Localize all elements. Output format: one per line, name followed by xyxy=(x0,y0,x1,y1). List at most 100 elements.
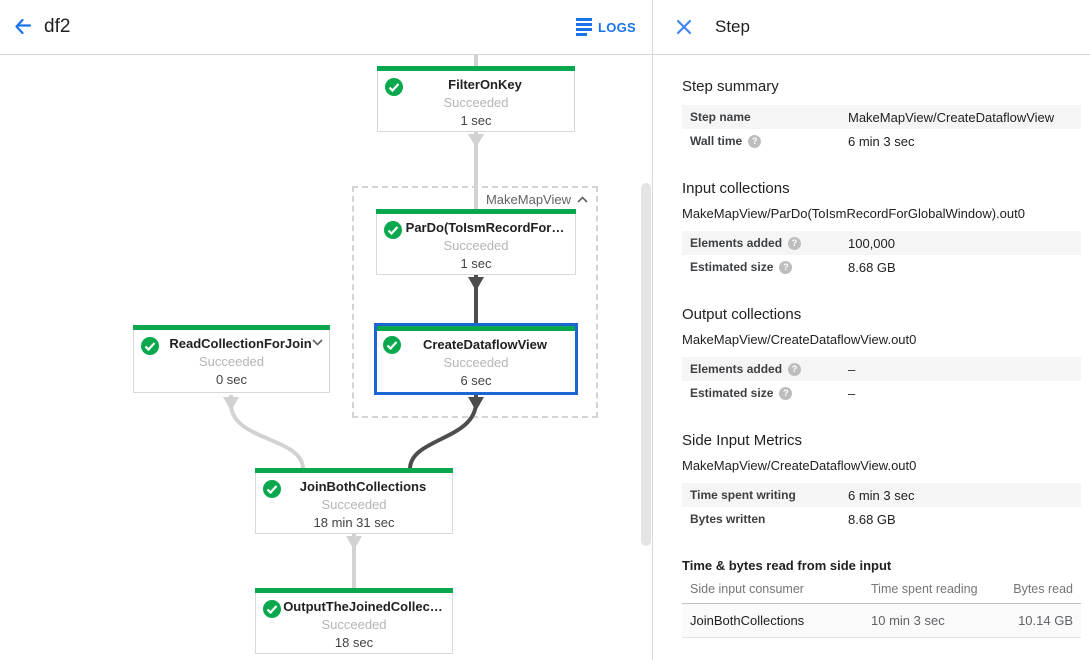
logs-list-icon xyxy=(575,18,592,36)
node-title: ParDo(ToIsmRecordFor… xyxy=(405,220,565,235)
kv-row-elements-added: Elements added? – xyxy=(682,357,1081,381)
node-status-bar xyxy=(377,66,575,71)
kv-label: Time spent writing xyxy=(690,488,796,502)
graph-node-createdataflowview[interactable]: CreateDataflowView Succeeded 6 sec xyxy=(374,323,578,395)
arrow-left-icon xyxy=(15,18,32,35)
kv-label: Elements added xyxy=(690,362,783,376)
kv-row-step-name: Step name MakeMapView/CreateDataflowView xyxy=(682,105,1081,129)
section-heading: Output collections xyxy=(682,306,802,323)
job-title: df2 xyxy=(44,16,71,37)
kv-row-estimated-size: Estimated size? – xyxy=(682,381,1081,405)
node-time: 6 sec xyxy=(460,373,492,388)
section-side-input-table: Time & bytes read from side input Side i… xyxy=(682,558,1081,638)
node-time: 0 sec xyxy=(215,372,248,387)
section-heading: Input collections xyxy=(682,180,790,197)
graph-node-joinbothcollections[interactable]: JoinBothCollections Succeeded 18 min 31 … xyxy=(255,468,453,534)
help-icon[interactable]: ? xyxy=(779,386,793,400)
col-side-input-consumer: Side input consumer xyxy=(690,582,804,596)
back-button[interactable] xyxy=(10,15,34,39)
kv-row-wall-time: Wall time? 6 min 3 sec xyxy=(682,129,1081,153)
success-check-icon xyxy=(263,600,281,618)
collection-name: MakeMapView/CreateDataflowView.out0 xyxy=(682,458,917,473)
node-status-bar xyxy=(377,326,575,331)
kv-value: – xyxy=(848,361,856,377)
close-panel-button[interactable] xyxy=(673,16,695,38)
section-output-collections: Output collections MakeMapView/CreateDat… xyxy=(682,306,1081,405)
collection-name: MakeMapView/CreateDataflowView.out0 xyxy=(682,332,917,347)
step-details-panel: Step Step summary Step name MakeMapView/… xyxy=(653,0,1090,660)
graph-edges xyxy=(223,55,484,588)
node-time: 1 sec xyxy=(460,113,492,128)
node-status-bar xyxy=(255,588,453,593)
group-label: MakeMapView xyxy=(485,192,571,207)
node-title: JoinBothCollections xyxy=(299,479,427,494)
table-heading: Time & bytes read from side input xyxy=(682,558,892,573)
graph-node-readcollectionforjoin[interactable]: ReadCollectionForJoin Succeeded 0 sec xyxy=(133,325,330,393)
help-icon[interactable]: ? xyxy=(779,260,793,274)
section-input-collections: Input collections MakeMapView/ParDo(ToIs… xyxy=(682,180,1081,279)
pipeline-graph-canvas[interactable]: MakeMapView FilterOnKey Succeeded 1 sec xyxy=(0,0,652,660)
step-panel-content: Step summary Step name MakeMapView/Creat… xyxy=(653,55,1090,638)
panel-title: Step xyxy=(715,17,750,36)
section-heading: Side Input Metrics xyxy=(682,432,803,449)
graph-scrollbar[interactable] xyxy=(641,183,651,546)
success-check-icon xyxy=(383,336,401,354)
node-status: Succeeded xyxy=(443,355,509,370)
success-check-icon xyxy=(141,337,159,355)
section-side-input-metrics: Side Input Metrics MakeMapView/CreateDat… xyxy=(682,432,1081,531)
kv-value: 6 min 3 sec xyxy=(848,133,915,149)
group-makemapview-toggle[interactable]: MakeMapView xyxy=(486,192,588,207)
collection-name: MakeMapView/ParDo(ToIsmRecordForGlobalWi… xyxy=(682,206,1025,221)
step-panel-header: Step xyxy=(653,0,1090,55)
success-check-icon xyxy=(263,480,281,498)
kv-label: Elements added xyxy=(690,236,783,250)
chevron-down-icon[interactable] xyxy=(312,339,323,346)
help-icon[interactable]: ? xyxy=(748,134,762,148)
table-header-row: Side input consumer Time spent reading B… xyxy=(682,575,1081,604)
kv-label: Estimated size xyxy=(690,260,774,274)
node-time: 1 sec xyxy=(460,256,492,271)
node-status-bar xyxy=(376,209,576,214)
table-row: JoinBothCollections 10 min 3 sec 10.14 G… xyxy=(682,604,1081,638)
kv-row-estimated-size: Estimated size? 8.68 GB xyxy=(682,255,1081,279)
graph-node-filteronkey[interactable]: FilterOnKey Succeeded 1 sec xyxy=(377,66,575,132)
node-status: Succeeded xyxy=(443,95,509,110)
cell-time: 10 min 3 sec xyxy=(871,613,945,628)
kv-value: 6 min 3 sec xyxy=(848,487,915,503)
node-time: 18 sec xyxy=(334,635,374,650)
kv-label: Estimated size xyxy=(690,386,774,400)
kv-value: – xyxy=(848,385,856,401)
graph-node-pardo[interactable]: ParDo(ToIsmRecordFor… Succeeded 1 sec xyxy=(376,209,576,275)
cell-bytes: 10.14 GB xyxy=(1018,613,1073,628)
success-check-icon xyxy=(384,221,402,239)
node-status: Succeeded xyxy=(321,497,387,512)
logs-button-label: LOGS xyxy=(597,19,636,35)
node-status-bar xyxy=(133,325,330,330)
node-title: OutputTheJoinedCollec… xyxy=(283,599,443,614)
kv-label: Bytes written xyxy=(690,512,766,526)
section-step-summary: Step summary Step name MakeMapView/Creat… xyxy=(682,78,1081,153)
node-status: Succeeded xyxy=(321,617,387,632)
help-icon[interactable]: ? xyxy=(788,362,802,376)
logs-button[interactable]: LOGS xyxy=(575,18,636,36)
graph-node-outputthejoinedcollection[interactable]: OutputTheJoinedCollec… Succeeded 18 sec xyxy=(255,588,453,654)
kv-value: 100,000 xyxy=(848,235,895,251)
kv-row-elements-added: Elements added? 100,000 xyxy=(682,231,1081,255)
kv-row-bytes-written: Bytes written 8.68 GB xyxy=(682,507,1081,531)
node-title: ReadCollectionForJoin xyxy=(169,336,312,351)
kv-label: Step name xyxy=(690,110,751,124)
node-title: CreateDataflowView xyxy=(422,337,548,352)
kv-row-time-spent-writing: Time spent writing 6 min 3 sec xyxy=(682,483,1081,507)
kv-value: 8.68 GB xyxy=(848,511,896,527)
kv-value: MakeMapView/CreateDataflowView xyxy=(848,109,1055,125)
col-bytes-read: Bytes read xyxy=(1013,582,1073,596)
node-status: Succeeded xyxy=(198,354,265,369)
kv-label: Wall time xyxy=(690,134,743,148)
panel-divider xyxy=(652,0,653,660)
help-icon[interactable]: ? xyxy=(788,236,802,250)
node-status-bar xyxy=(255,468,453,473)
chevron-up-icon xyxy=(577,196,588,203)
close-icon xyxy=(676,19,692,35)
kv-value: 8.68 GB xyxy=(848,259,896,275)
